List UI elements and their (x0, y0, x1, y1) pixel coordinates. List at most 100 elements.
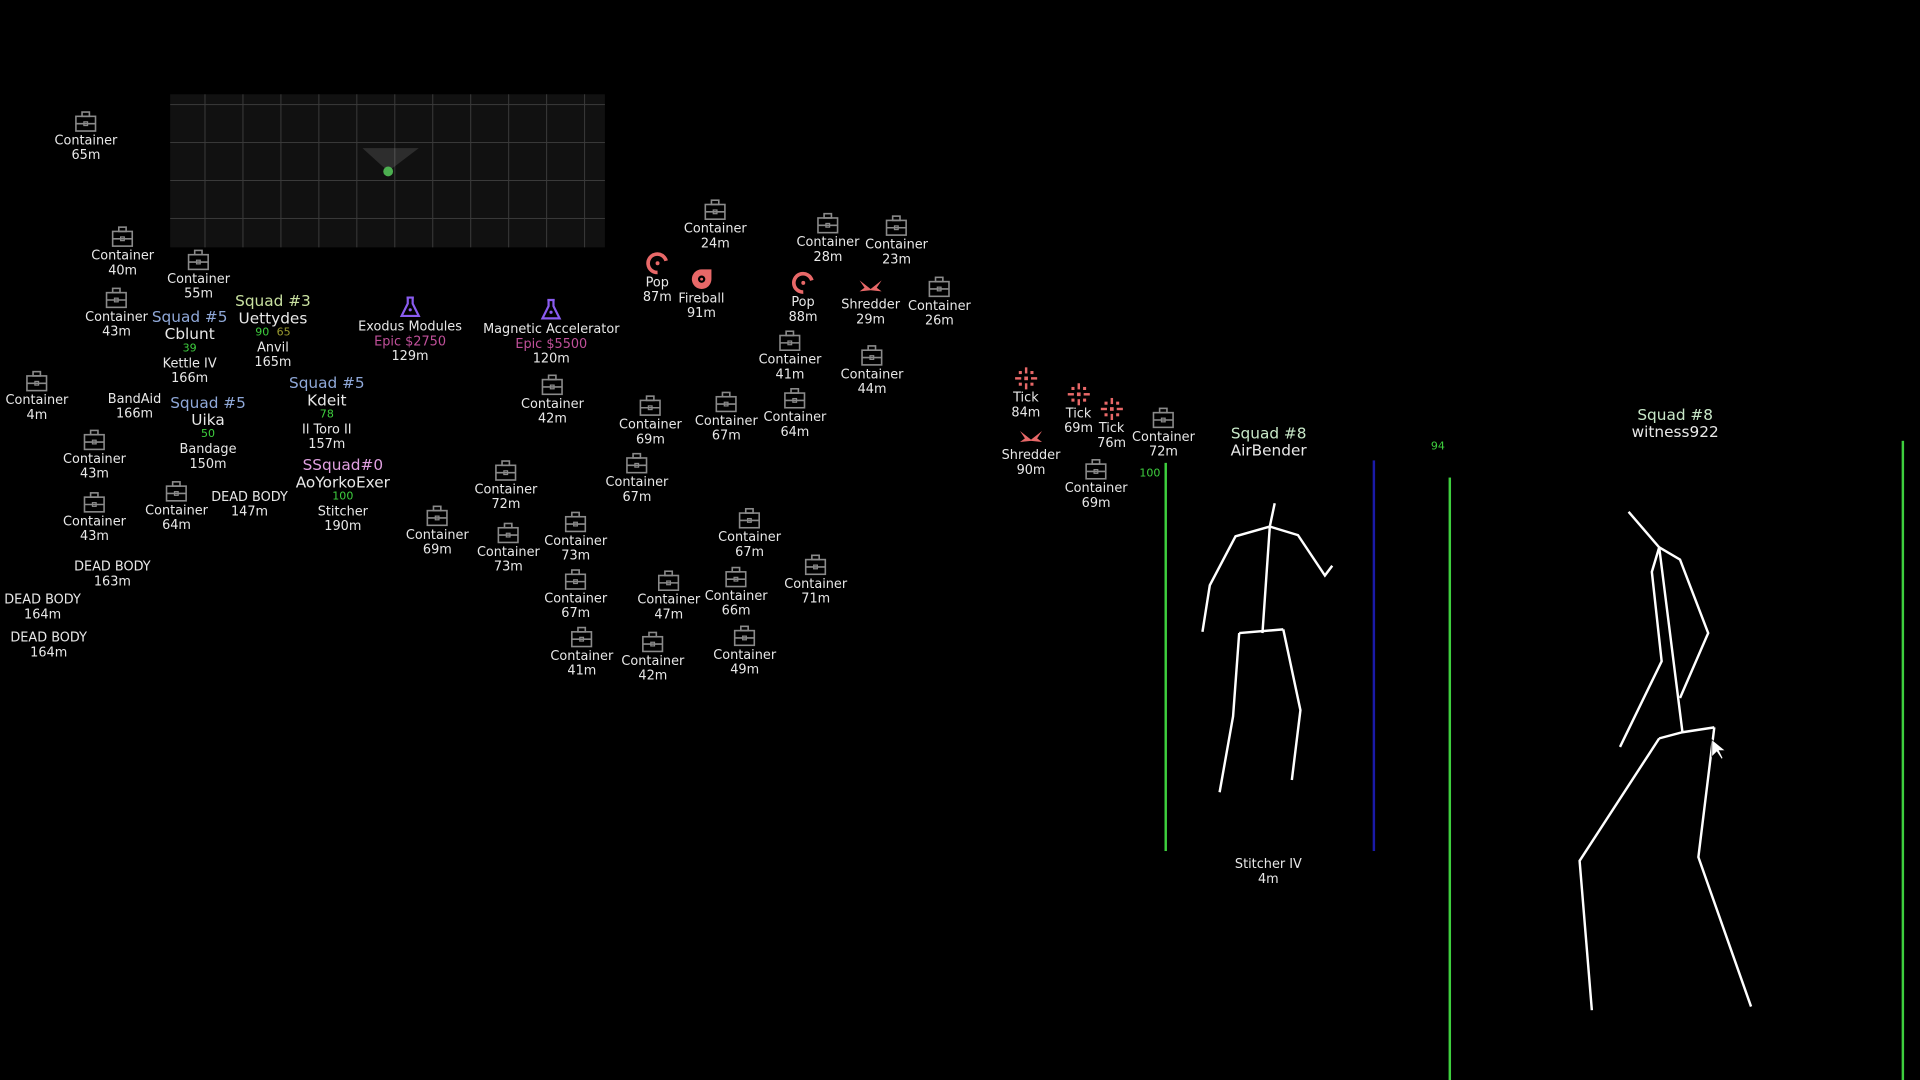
container-label: Container (840, 367, 904, 383)
container-label: Container (796, 235, 860, 250)
enemy-distance: 69m (1064, 421, 1093, 436)
container-label: Container (521, 396, 584, 412)
enemy-distance: 29m (856, 312, 886, 327)
container-distance: 72m (1149, 444, 1178, 460)
container-distance: 67m (561, 606, 591, 621)
tick-icon (1099, 397, 1123, 421)
container-icon (732, 623, 756, 647)
skeleton-witness922 (1578, 511, 1753, 1011)
player-distance: 150m (189, 456, 227, 472)
enemy-label: Pop (791, 295, 815, 310)
container-icon (25, 369, 49, 393)
container-distance: 47m (654, 607, 684, 623)
player-stats-row: 100 (332, 491, 353, 504)
enemy-distance: 91m (687, 306, 716, 321)
container-distance: 23m (882, 252, 911, 267)
player-distance: 165m (254, 355, 292, 370)
player-weapon: Anvil (257, 340, 289, 356)
health-bar-witness922-right (1901, 440, 1905, 1080)
squad-label: Squad #8 (1230, 423, 1307, 443)
mouse-cursor-icon (1711, 738, 1727, 760)
tick-icon (1066, 382, 1090, 406)
container-icon (714, 389, 738, 413)
flask-icon (398, 295, 422, 319)
container-icon (496, 520, 520, 544)
squad-label: Squad #5 (288, 373, 365, 392)
squad-label: Squad #8 (1637, 405, 1713, 424)
container-distance: 26m (924, 313, 954, 329)
container-label: Container (758, 352, 822, 368)
container-distance: 28m (813, 249, 843, 265)
container-label: Container (63, 514, 126, 529)
player-name: Uika (191, 410, 225, 429)
container-icon (563, 509, 587, 533)
container-label: Container (618, 417, 682, 433)
dead-body-distance: 164m (30, 645, 68, 661)
loot-rarity: Epic $5500 (515, 336, 588, 352)
container-label: Container (621, 653, 685, 669)
player-hp: 50 (201, 428, 216, 441)
container-icon (82, 427, 106, 451)
target-icon (645, 251, 669, 275)
container-label: Container (476, 544, 540, 560)
player-stats-row: 50 (201, 429, 215, 442)
player-name: AirBender (1230, 440, 1307, 460)
container-label: Container (718, 530, 782, 545)
container-distance: 24m (700, 236, 730, 252)
health-value: 94 (1430, 440, 1445, 454)
container-label: Container (85, 309, 148, 325)
player-name: Kdeit (307, 390, 347, 409)
container-distance: 41m (775, 367, 805, 383)
container-icon (803, 552, 827, 576)
player-stats-row: 39 (183, 343, 197, 356)
container-distance: 64m (780, 424, 810, 440)
container-label: Container (145, 503, 208, 518)
misc-label: BandAid (107, 391, 162, 407)
container-label: Container (1132, 429, 1195, 445)
enemy-distance: 90m (1016, 462, 1046, 478)
container-icon (641, 629, 665, 653)
container-distance: 43m (80, 528, 109, 544)
container-icon (74, 109, 98, 133)
container-label: Container (550, 648, 614, 664)
container-icon (724, 564, 748, 588)
container-label: Container (63, 451, 126, 467)
weapon-label: Stitcher IV (1234, 857, 1302, 872)
player-weapon: Bandage (179, 442, 237, 457)
enemy-distance: 88m (788, 309, 818, 325)
player-weapon: Stitcher (317, 504, 368, 520)
player-name: AoYorkoExer (295, 472, 390, 492)
drop-icon (689, 267, 713, 291)
enemy-distance: 87m (642, 290, 672, 305)
container-distance: 55m (184, 286, 214, 302)
loot-label: Exodus Modules (358, 319, 462, 335)
container-distance: 43m (102, 324, 131, 340)
health-bar-airbender (1164, 462, 1167, 852)
enemy-label: Tick (1065, 406, 1092, 422)
container-icon (884, 213, 908, 237)
player-hp: 90 (255, 326, 270, 340)
loot-rarity: Epic $2750 (374, 334, 447, 349)
player-hp: 39 (182, 342, 197, 356)
player-hp: 100 (332, 491, 354, 504)
